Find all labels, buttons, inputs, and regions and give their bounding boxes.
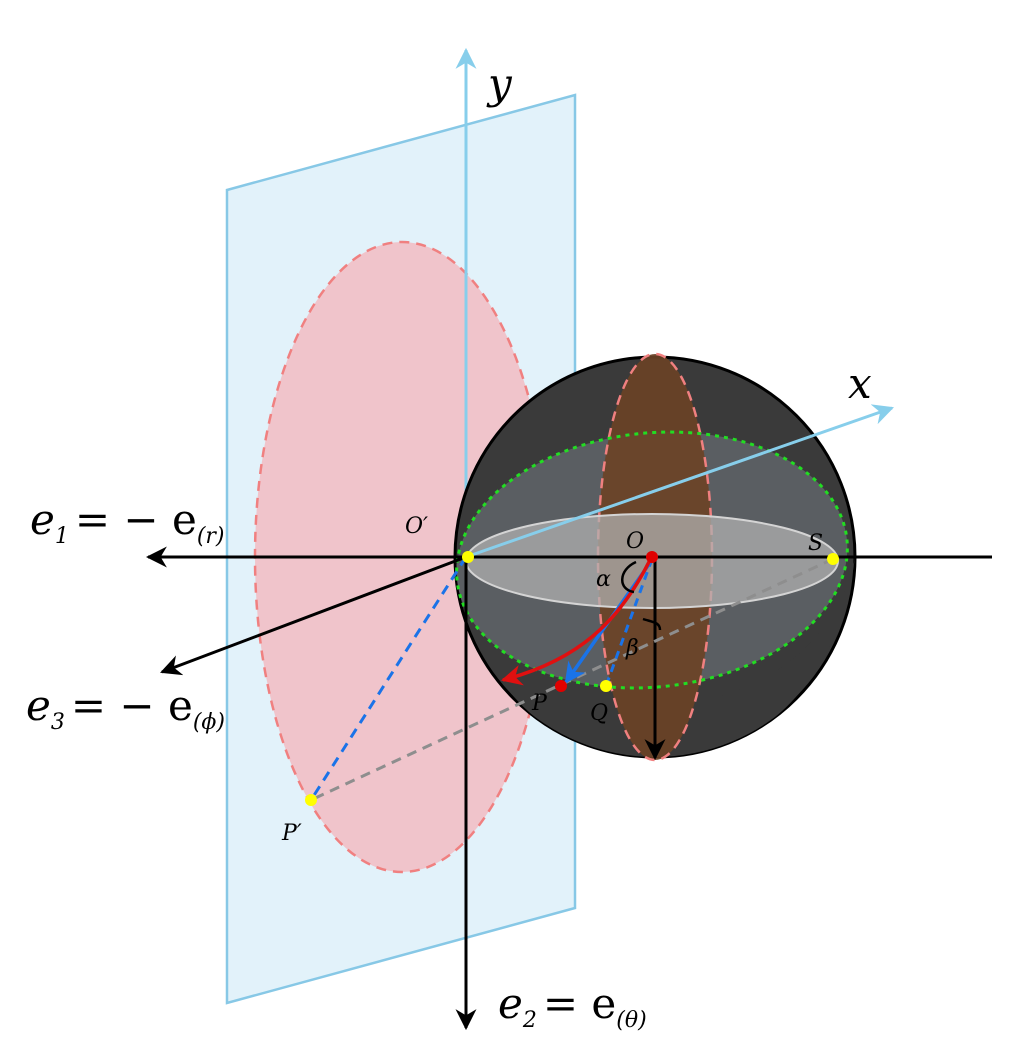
e2-rhs-sub: (θ) [616, 1008, 646, 1033]
e3-label: e3= − e(ϕ) [26, 681, 225, 735]
point-q [600, 680, 612, 692]
e1-label: e1= − e(r) [30, 495, 225, 549]
e3-lhs-sub: 3 [51, 710, 65, 735]
e1-lhs-sub: 1 [55, 524, 69, 549]
x-axis [465, 404, 894, 559]
e1-rhs: = − e [75, 495, 197, 544]
y-axis-label: y [486, 59, 513, 108]
dashed-o-q [604, 558, 654, 687]
label-s: S [808, 531, 823, 556]
e1-rhs-sub: (r) [197, 524, 225, 549]
label-o: O [626, 529, 644, 554]
x-axis-label: x [848, 359, 872, 408]
point-s [827, 553, 839, 565]
green-great-circle [455, 430, 849, 690]
label-p: P [531, 691, 548, 716]
e3-rhs: = − e [71, 681, 193, 730]
label-alpha: α [596, 567, 611, 592]
point-o-prime [462, 551, 474, 563]
e3-lhs: e [26, 681, 51, 730]
projection-line-s-p-prime [310, 557, 834, 802]
projection-line-o-prime-p-prime [309, 556, 468, 801]
label-beta: β [625, 636, 639, 661]
e2-label: e2= e(θ) [498, 979, 647, 1033]
e1-lhs: e [30, 495, 55, 544]
angle-alpha-arc [621, 560, 637, 594]
point-o [646, 551, 658, 563]
e2-lhs-sub: 2 [522, 1008, 537, 1033]
point-p [555, 680, 567, 692]
arc-alpha-vector [500, 559, 652, 686]
label-o-prime: O′ [405, 514, 428, 539]
label-p-prime: P′ [281, 821, 302, 846]
e2-rhs: = e [543, 979, 616, 1028]
point-p-prime [305, 794, 317, 806]
e3-rhs-sub: (ϕ) [193, 710, 225, 735]
e3-axis [160, 555, 467, 676]
e2-lhs: e [498, 979, 523, 1028]
angle-beta-arc [642, 617, 662, 631]
label-q: Q [590, 701, 608, 726]
sphere-lower-band [455, 557, 855, 757]
